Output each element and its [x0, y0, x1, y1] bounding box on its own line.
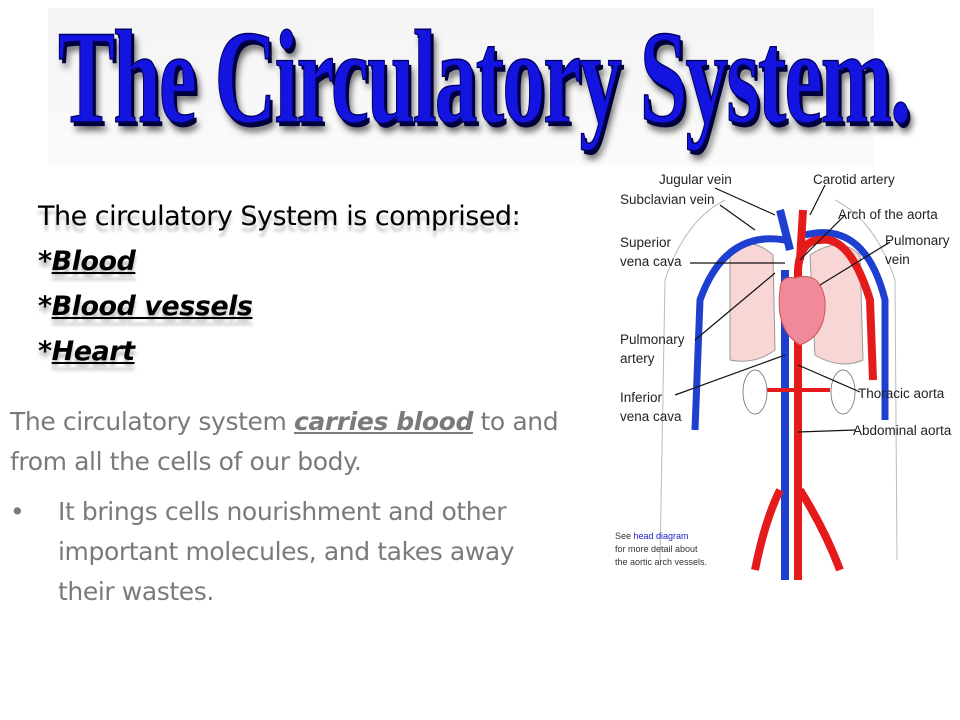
body-outline: [659, 199, 898, 561]
component-item: *Blood vessels: [38, 291, 253, 322]
title-banner: [48, 8, 874, 166]
right-lung: [809, 244, 864, 365]
components-heading: The circulatory System is comprised:: [38, 201, 521, 232]
diagram-note: See head diagram for more detail about t…: [615, 531, 708, 567]
component-item: *Blood: [38, 246, 136, 277]
label-abdominal-aorta: Abdominal aorta: [853, 423, 952, 438]
right-kidney: [830, 369, 856, 415]
circulatory-diagram: Jugular vein Subclavian vein Carotid art…: [605, 160, 960, 580]
label-thoracic-aorta: Thoracic aorta: [858, 386, 945, 401]
head-diagram-link[interactable]: head diagram: [633, 531, 689, 541]
bullet-icon: •: [10, 497, 25, 526]
left-lung: [729, 243, 776, 362]
label-arch-of-aorta: Arch of the aorta: [838, 207, 938, 222]
label-jugular-vein: Jugular vein: [659, 172, 732, 187]
slide-title: The Circulatory System.: [58, 2, 912, 151]
body-paragraph: The circulatory system carries blood to …: [10, 407, 559, 476]
left-kidney: [742, 369, 768, 415]
label-subclavian-vein: Subclavian vein: [620, 192, 715, 207]
label-carotid-artery: Carotid artery: [813, 172, 895, 187]
vena-cava: [776, 209, 794, 580]
component-item: *Heart: [38, 336, 135, 367]
bullet-text: It brings cells nourishment and other im…: [58, 497, 515, 606]
veins: [691, 229, 889, 431]
body-illustration: [659, 184, 898, 580]
heart: [778, 275, 826, 346]
components-list: The circulatory System is comprised: *Bl…: [38, 194, 521, 374]
leader-lines: [674, 184, 891, 433]
